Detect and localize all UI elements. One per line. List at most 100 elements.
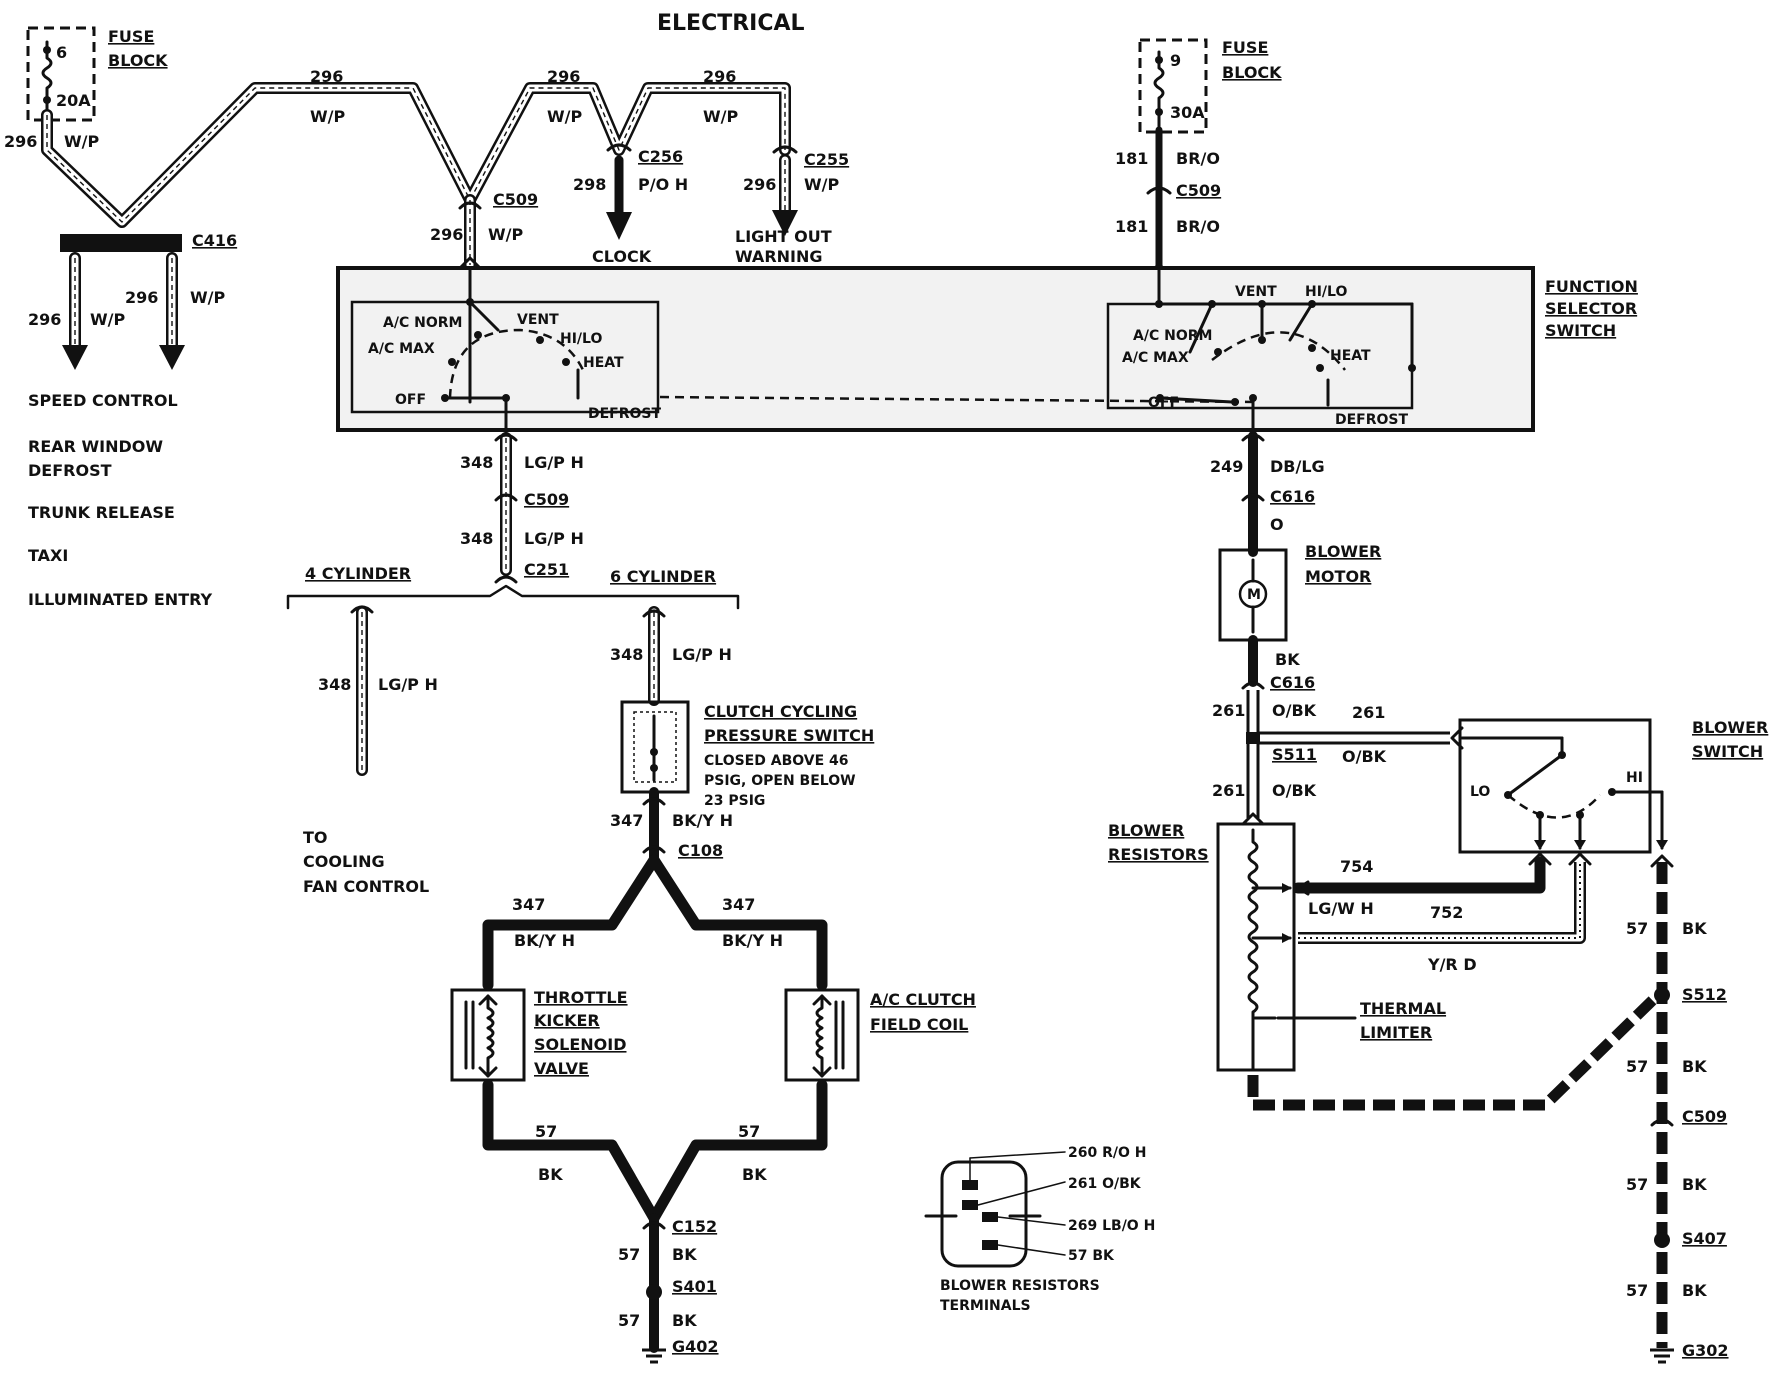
fs-right-acmax: A/C MAX	[1122, 350, 1189, 366]
wire-label-57-b: 57	[738, 1122, 760, 1141]
wire-color-lgph-c: LG/P H	[378, 675, 438, 694]
wire-label-249: 249	[1210, 457, 1243, 476]
blower-resistors-label-2: RESISTORS	[1108, 845, 1209, 864]
fs-left-vent: VENT	[517, 312, 559, 328]
wire-57-branches	[482, 1079, 828, 1224]
wire-label-296-b: 296	[310, 67, 343, 86]
terminal-261: 261 O/BK	[1068, 1176, 1142, 1192]
wire-label-752: 752	[1430, 903, 1463, 922]
blower-motor-symbol: M	[1247, 587, 1261, 603]
connector-c509-a: C509	[493, 190, 538, 209]
dest-illuminated-entry: ILLUMINATED ENTRY	[28, 590, 213, 609]
wire-color-bk-d: BK	[672, 1311, 697, 1330]
wire-label-296-c: 296	[547, 67, 580, 86]
engine-4-cylinder: 4 CYLINDER	[305, 564, 411, 583]
wire-296-top	[41, 82, 791, 228]
wire-label-296-f: 296	[125, 288, 158, 307]
wire-color-bk-e: BK	[1275, 650, 1300, 669]
left-fuse-element	[41, 40, 53, 114]
function-switch-label-1: FUNCTION	[1545, 277, 1638, 296]
connector-c616-a: C616	[1270, 487, 1315, 506]
wire-color-bk-h: BK	[1682, 1175, 1707, 1194]
wire-color-wp-f: W/P	[190, 288, 225, 307]
wire-347-branches	[482, 854, 828, 991]
terminal-57: 57 BK	[1068, 1248, 1115, 1264]
wire-label-348-c: 348	[318, 675, 351, 694]
ground-g402-label: G402	[672, 1337, 719, 1356]
left-fuse-rating: 20A	[56, 91, 91, 110]
connector-c416-label: C416	[192, 231, 237, 250]
wire-label-57-e: 57	[1626, 919, 1648, 938]
wire-color-bro-a: BR/O	[1176, 149, 1220, 168]
blower-resistors-label-1: BLOWER	[1108, 821, 1184, 840]
wire-label-261-b: 261	[1212, 781, 1245, 800]
clutch-switch-label-2: PRESSURE SWITCH	[704, 726, 874, 745]
connector-c509-c: C509	[524, 490, 569, 509]
fs-left-off: OFF	[395, 392, 426, 408]
right-fuse-title-1: FUSE	[1222, 38, 1268, 57]
terminals-caption-2: TERMINALS	[940, 1298, 1031, 1314]
wire-color-wp-d: W/P	[703, 107, 738, 126]
right-fuse-block	[1138, 38, 1208, 134]
acclutch-label-1: A/C CLUTCH	[870, 990, 976, 1009]
wire-label-57-a: 57	[535, 1122, 557, 1141]
dest-cooling-1: TO	[303, 828, 328, 847]
blower-motor-label-2: MOTOR	[1305, 567, 1371, 586]
wire-label-754: 754	[1340, 857, 1373, 876]
wire-color-o: O	[1270, 515, 1284, 534]
wire-color-wp-c: W/P	[547, 107, 582, 126]
wire-color-lgwh: LG/W H	[1308, 899, 1374, 918]
fs-left-acnorm: A/C NORM	[383, 315, 462, 331]
wire-label-347-c: 347	[722, 895, 755, 914]
fs-left-defrost: DEFROST	[588, 406, 662, 422]
blower-resistors	[1216, 822, 1296, 1072]
engine-6-cylinder: 6 CYLINDER	[610, 567, 716, 586]
wire-resistor-ground	[1247, 991, 1662, 1111]
ground-g302-label: G302	[1682, 1341, 1729, 1360]
connector-c152-label: C152	[672, 1217, 717, 1236]
wire-color-lgph-d: LG/P H	[672, 645, 732, 664]
blower-motor-label-1: BLOWER	[1305, 542, 1381, 561]
blower-switch-label-1: BLOWER	[1692, 718, 1768, 737]
wire-754	[1292, 856, 1546, 894]
wire-color-bk-i: BK	[1682, 1281, 1707, 1300]
wire-261-to-blower-switch	[1258, 731, 1450, 745]
throttle-label-4: VALVE	[534, 1059, 589, 1078]
fs-right-defrost: DEFROST	[1335, 412, 1409, 428]
terminals-caption-1: BLOWER RESISTORS	[940, 1278, 1100, 1294]
dest-cooling-2: COOLING	[303, 852, 385, 871]
fs-left-acmax: A/C MAX	[368, 341, 435, 357]
wire-label-347-a: 347	[610, 811, 643, 830]
throttle-label-1: THROTTLE	[534, 988, 628, 1007]
clutch-switch-label-1: CLUTCH CYCLING	[704, 702, 857, 721]
ground-g402	[642, 1348, 666, 1364]
dest-defrost: DEFROST	[28, 461, 112, 480]
splice-s512-label: S512	[1682, 985, 1727, 1004]
function-switch-label-2: SELECTOR	[1545, 299, 1637, 318]
wire-label-261-a: 261	[1212, 701, 1245, 720]
engine-brace	[286, 584, 740, 610]
wire-label-348-d: 348	[610, 645, 643, 664]
function-switch-left-section	[350, 268, 1261, 434]
connector-c616-b: C616	[1270, 673, 1315, 692]
wire-color-bro-b: BR/O	[1176, 217, 1220, 236]
dest-cooling-3: FAN CONTROL	[303, 877, 429, 896]
wire-color-bkyh-c: BK/Y H	[722, 931, 783, 950]
connector-c416-bar	[60, 234, 182, 252]
blower-switch-label-2: SWITCH	[1692, 742, 1763, 761]
wire-color-bkyh-b: BK/Y H	[514, 931, 575, 950]
terminal-260: 260 R/O H	[1068, 1145, 1146, 1161]
terminal-269: 269 LB/O H	[1068, 1218, 1155, 1234]
splice-s511-label: S511	[1272, 745, 1317, 764]
throttle-label-3: SOLENOID	[534, 1035, 626, 1054]
dest-speed-control: SPEED CONTROL	[28, 391, 178, 410]
wire-color-bk-c: BK	[672, 1245, 697, 1264]
fs-right-off: OFF	[1148, 395, 1179, 411]
wire-label-181-a: 181	[1115, 149, 1148, 168]
left-fuse-title-2: BLOCK	[108, 51, 168, 70]
acclutch-label-2: FIELD COIL	[870, 1015, 968, 1034]
connector-c108-label: C108	[678, 841, 723, 860]
wire-label-181-b: 181	[1115, 217, 1148, 236]
blower-switch-lo: LO	[1470, 784, 1490, 800]
wire-color-bk-b: BK	[742, 1165, 767, 1184]
